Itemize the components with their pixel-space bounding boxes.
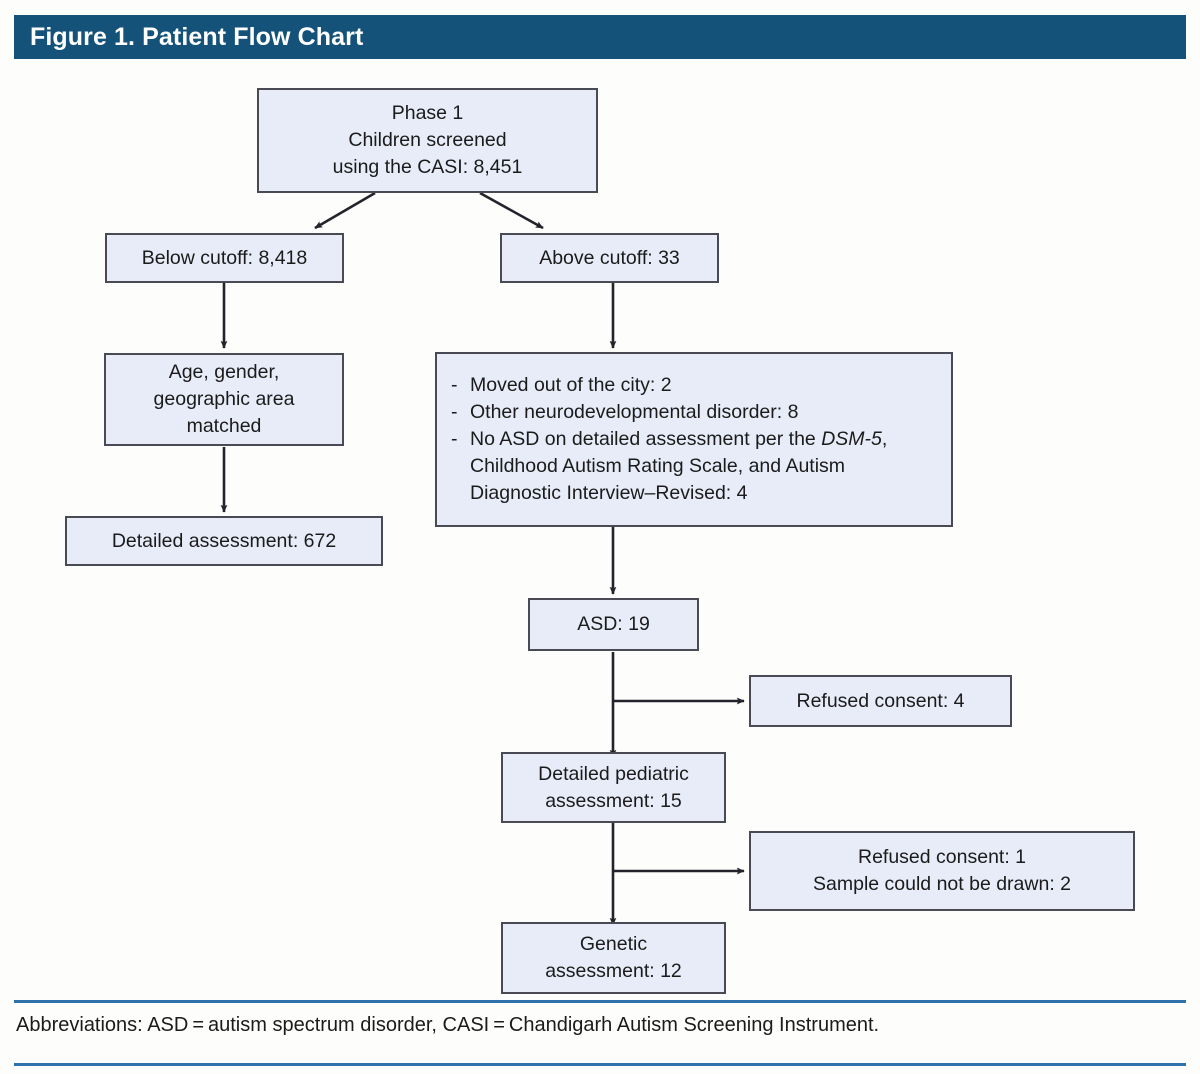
exclusion-item-2-text: Other neurodevelopmental disorder: 8 [470, 401, 799, 424]
exclusion-item-3-dsm: DSM-5 [821, 428, 882, 451]
exclusion-item-3-text-a: No ASD on detailed assessment per the [470, 428, 822, 451]
node-genetic-assessment: Genetic assessment: 12 [501, 922, 726, 994]
exclusion-item-3-line3: Diagnostic Interview–Revised: 4 [470, 481, 748, 504]
exclusion-item-3-text-b: , [881, 428, 888, 451]
node-pediatric-line1: Detailed pediatric [538, 762, 689, 785]
node-matched-line1: Age, gender, [168, 361, 280, 384]
node-refused-consent-4: Refused consent: 4 [749, 675, 1012, 727]
exclusion-item-3-line2: Childhood Autism Rating Scale, and Autis… [470, 454, 846, 477]
node-asd: ASD: 19 [528, 598, 699, 651]
exclusion-bullet: - [451, 401, 458, 424]
node-pediatric-assessment: Detailed pediatric assessment: 15 [501, 752, 726, 823]
node-above-cutoff: Above cutoff: 33 [500, 233, 719, 283]
node-genetic-line2: assessment: 12 [545, 960, 682, 982]
exclusion-item-3: -No ASD on detailed assessment per the D… [451, 426, 941, 453]
exclusion-item-1-text: Moved out of the city: 2 [470, 374, 672, 397]
node-phase1-line3: using the CASI: 8,451 [332, 155, 523, 178]
node-asd-label: ASD: 19 [577, 613, 650, 636]
node-matched: Age, gender, geographic area matched [104, 353, 344, 446]
node-phase1: Phase 1 Children screened using the CASI… [257, 88, 598, 193]
node-refused-sample-line2: Sample could not be drawn: 2 [813, 873, 1071, 895]
node-detailed-assessment-label: Detailed assessment: 672 [111, 529, 337, 552]
figure-title: Figure 1. Patient Flow Chart [30, 22, 364, 51]
footer-rule-top [14, 1000, 1186, 1003]
node-phase1-line1: Phase 1 [391, 102, 464, 125]
node-matched-line3: matched [186, 414, 262, 437]
figure-title-bar: Figure 1. Patient Flow Chart [14, 15, 1186, 59]
node-below-cutoff: Below cutoff: 8,418 [105, 233, 344, 283]
node-matched-line2: geographic area [153, 388, 295, 411]
node-pediatric-line2: assessment: 15 [545, 789, 682, 812]
node-below-cutoff-label: Below cutoff: 8,418 [141, 246, 308, 269]
abbreviations-note: Abbreviations: ASD = autism spectrum dis… [16, 1014, 880, 1036]
node-refused-sample: Refused consent: 1 Sample could not be d… [749, 831, 1135, 911]
exclusion-item-1: -Moved out of the city: 2 [451, 372, 941, 399]
node-detailed-assessment: Detailed assessment: 672 [65, 516, 383, 566]
node-refused-sample-line1: Refused consent: 1 [857, 846, 1027, 869]
node-refused-consent-4-label: Refused consent: 4 [796, 689, 965, 712]
node-phase1-line2: Children screened [348, 129, 507, 152]
exclusion-item-2: -Other neurodevelopmental disorder: 8 [451, 399, 941, 426]
node-genetic-line1: Genetic [579, 933, 648, 956]
exclusion-bullet: - [451, 428, 458, 451]
exclusion-bullet: - [451, 374, 458, 397]
node-exclusions: -Moved out of the city: 2 -Other neurode… [435, 352, 953, 527]
node-above-cutoff-label: Above cutoff: 33 [539, 246, 680, 269]
footer-rule-bottom [14, 1063, 1186, 1066]
